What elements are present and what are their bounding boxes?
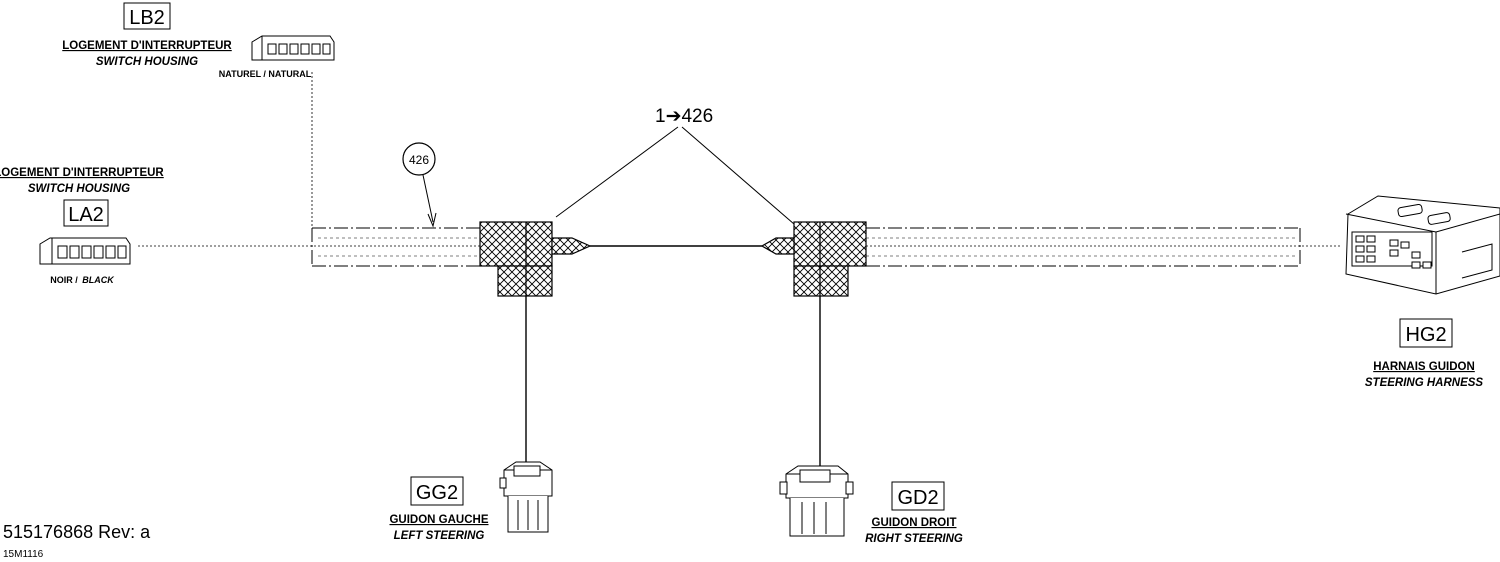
connector-lb2: LB2 LOGEMENT D'INTERRUPTEUR SWITCH HOUSI… [62,2,335,79]
connector-hg2: HG2 HARNAIS GUIDON STEERING HARNESS [1345,195,1500,389]
range-callout-text: 1➔426 [655,106,713,127]
la2-label-fr: LOGEMENT D'INTERRUPTEUR [0,167,164,179]
gg2-code: GG2 [416,482,458,504]
gd2-label-en: RIGHT STEERING [865,533,963,545]
gg2-connector-icon [499,461,553,533]
part-number: 515176868 Rev: a [3,522,151,542]
lb2-label-fr: LOGEMENT D'INTERRUPTEUR [62,40,232,52]
part-bubble: 426 [402,142,437,228]
range-callout: 1➔426 [555,106,795,225]
gg2-label-en: LEFT STEERING [394,530,485,542]
lb2-code: LB2 [129,7,165,29]
branch-wires [525,296,821,468]
part-bubble-text: 426 [409,153,429,167]
splice-left [479,221,592,297]
gd2-code: GD2 [897,487,938,509]
la2-connector-icon [39,237,131,265]
la2-color-en: BLACK [82,275,115,285]
figure-id: 15M1116 [3,549,44,560]
connector-la2: LOGEMENT D'INTERRUPTEUR SWITCH HOUSING L… [0,167,164,285]
lb2-color: NATUREL / NATURAL [219,69,312,79]
hg2-label-fr: HARNAIS GUIDON [1373,361,1475,373]
hg2-connector-icon [1345,195,1500,295]
connector-gg2: GG2 GUIDON GAUCHE LEFT STEERING [389,461,553,542]
la2-color: NOIR / BLACK [50,275,115,285]
lb2-connector-icon [251,35,335,61]
lb2-label-en: SWITCH HOUSING [96,56,198,68]
la2-label-en: SWITCH HOUSING [28,183,130,195]
la2-code: LA2 [68,204,104,226]
gg2-label-fr: GUIDON GAUCHE [389,514,488,526]
connector-gd2: GD2 GUIDON DROIT RIGHT STEERING [779,465,963,545]
harness-trunk [138,72,1340,267]
gd2-label-fr: GUIDON DROIT [872,517,957,529]
la2-color-fr: NOIR / [50,275,78,285]
hg2-label-en: STEERING HARNESS [1365,377,1484,389]
splice-right [760,221,867,297]
hg2-code: HG2 [1405,324,1446,346]
gd2-connector-icon [779,465,854,537]
